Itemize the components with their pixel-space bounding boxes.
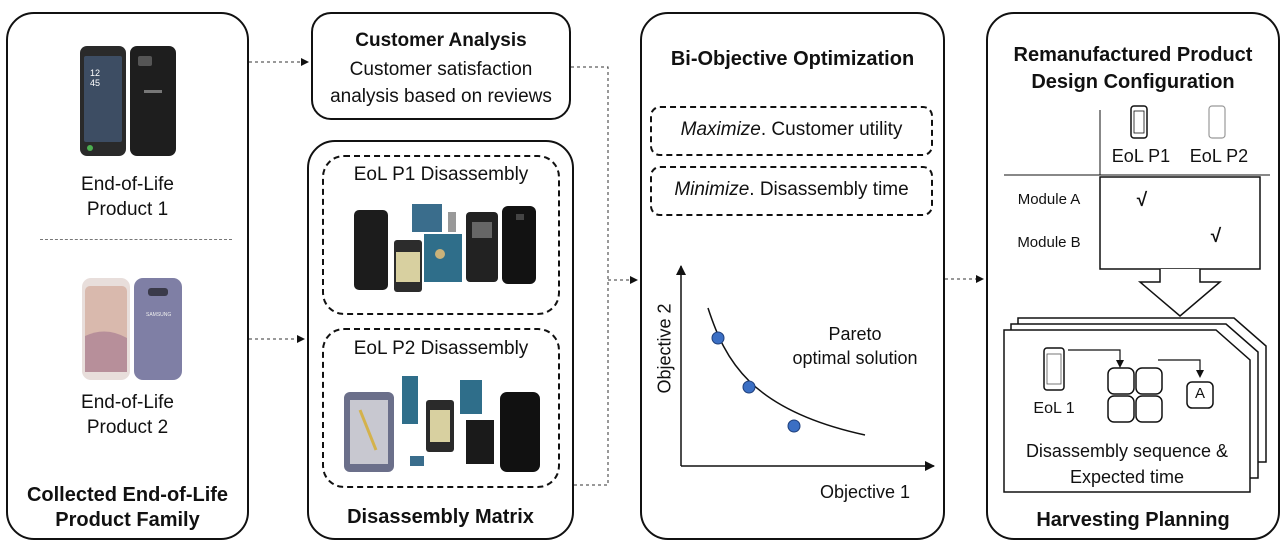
maximize-objective-box [650, 106, 933, 156]
eol-p2-parts-image [340, 370, 550, 476]
eol-p2-disassembly-box [322, 328, 560, 488]
pareto-annotation-line2: optimal solution [792, 348, 918, 368]
connector-disassembly-to-optimization [574, 280, 609, 486]
eol-product-1-label-line1: End-of-Life [81, 174, 174, 195]
config-row-module-a: Module A [1017, 191, 1081, 208]
harvest-module-label: A [1194, 385, 1205, 402]
svg-text:SAMSUNG: SAMSUNG [146, 312, 171, 318]
harvest-phone-label: EoL 1 [1033, 400, 1075, 417]
remanufactured-title-line2: Design Configuration [1031, 71, 1235, 93]
col1-title-line2: Product Family [55, 509, 200, 531]
svg-text:45: 45 [90, 78, 100, 88]
config-check-module-b-p2: √ [1210, 226, 1222, 247]
minimize-keyword: Minimize [674, 179, 750, 200]
eol-product-1-image: 12 45 [78, 44, 178, 158]
minimize-description: . Disassembly time [749, 179, 909, 200]
maximize-description: . Customer utility [760, 119, 903, 140]
bi-objective-optimization-panel [640, 12, 945, 540]
pareto-x-axis-label: Objective 1 [819, 482, 911, 502]
eol-p2-disassembly-title: EoL P2 Disassembly [353, 338, 529, 359]
disassembly-matrix-title: Disassembly Matrix [347, 506, 534, 528]
minimize-objective-box [650, 166, 933, 216]
config-check-module-a-p1: √ [1136, 190, 1148, 211]
customer-analysis-line1: Customer satisfaction [349, 59, 533, 80]
customer-analysis-title: Customer Analysis [355, 30, 527, 51]
config-row-module-b: Module B [1017, 234, 1081, 251]
harvest-caption-line1: Disassembly sequence & [1025, 441, 1229, 461]
connector-customer-to-optimization [571, 66, 609, 280]
customer-analysis-panel [311, 12, 571, 120]
minimize-objective-text: Minimize. Disassembly time [650, 179, 933, 201]
maximize-objective-text: Maximize. Customer utility [650, 119, 933, 141]
collected-product-family-panel [6, 12, 249, 540]
eol-p1-parts-image [350, 200, 540, 300]
harvest-caption-line2: Expected time [1069, 467, 1185, 487]
pareto-annotation-line1: Pareto [828, 324, 882, 344]
eol-p1-disassembly-box [322, 155, 560, 315]
config-col-eol-p2: EoL P2 [1189, 146, 1249, 166]
optimization-title: Bi-Objective Optimization [670, 48, 915, 70]
svg-text:12: 12 [90, 68, 100, 78]
col1-title-line1: Collected End-of-Life [26, 484, 229, 506]
product-separator [40, 239, 232, 240]
eol-p1-disassembly-title: EoL P1 Disassembly [353, 164, 529, 185]
eol-product-2-label-line1: End-of-Life [81, 392, 174, 413]
customer-analysis-line2: analysis based on reviews [330, 86, 552, 107]
eol-product-2-label-line2: Product 2 [86, 417, 169, 438]
eol-product-2-image: SAMSUNG [80, 276, 184, 382]
eol-product-1-label-line2: Product 1 [86, 199, 169, 220]
harvesting-planning-title: Harvesting Planning [1036, 509, 1230, 531]
maximize-keyword: Maximize [680, 119, 761, 140]
config-col-eol-p1: EoL P1 [1111, 146, 1171, 166]
pareto-y-axis-label: Objective 2 [654, 303, 675, 394]
remanufactured-title-line1: Remanufactured Product [1013, 44, 1253, 66]
